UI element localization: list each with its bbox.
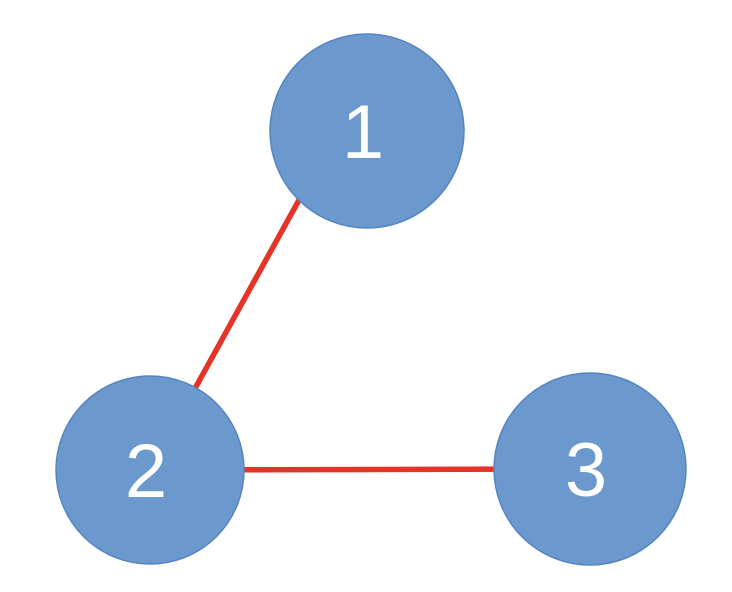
node-1: 1 [269,33,465,229]
node-2: 2 [55,375,245,565]
node-label: 1 [342,90,384,175]
node-circle [493,372,687,566]
node-circle [55,375,245,565]
node-label: 2 [125,429,167,514]
node-3: 3 [493,372,687,566]
node-circle [269,33,465,229]
node-label: 3 [565,428,607,513]
